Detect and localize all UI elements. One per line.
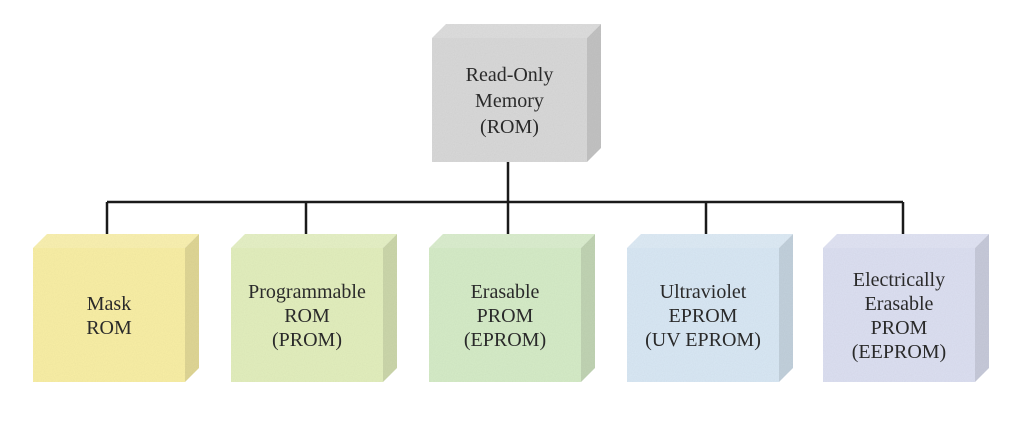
- node-uv-eprom-front-face: [627, 248, 779, 382]
- node-eeprom-label-line: Erasable: [865, 293, 934, 315]
- node-rom-label-line: (ROM): [480, 116, 539, 138]
- node-eeprom-label-line: PROM: [871, 317, 928, 339]
- node-eprom-label-line: (EPROM): [464, 329, 546, 351]
- node-mask-rom-side-face: [185, 234, 199, 382]
- node-eprom-side-face: [581, 234, 595, 382]
- node-eprom-label-line: Erasable: [471, 281, 540, 303]
- node-prom-label-line: Programmable: [248, 281, 366, 303]
- node-prom-label-line: (PROM): [272, 329, 342, 351]
- node-rom-label-line: Memory: [475, 90, 544, 112]
- node-eprom-label-line: PROM: [477, 305, 534, 327]
- node-prom-side-face: [383, 234, 397, 382]
- node-mask-rom-front-face: [33, 248, 185, 382]
- node-prom-front-face: [231, 248, 383, 382]
- node-rom-label-line: Read-Only: [466, 64, 554, 86]
- node-uv-eprom-top-face: [627, 234, 793, 248]
- node-rom-top-face: [432, 24, 601, 38]
- node-eeprom-label-line: Electrically: [853, 269, 945, 291]
- node-prom-label-line: ROM: [284, 305, 330, 327]
- connector-lines: [105, 162, 905, 258]
- node-mask-rom-label-line: ROM: [86, 317, 132, 339]
- node-mask-rom-label-line: Mask: [87, 293, 131, 315]
- node-mask-rom-top-face: [33, 234, 199, 248]
- node-rom-side-face: [587, 24, 601, 162]
- node-eeprom-label-line: (EEPROM): [852, 341, 946, 363]
- node-uv-eprom-label-line: Ultraviolet: [660, 281, 747, 303]
- node-eprom-top-face: [429, 234, 595, 248]
- node-eeprom-top-face: [823, 234, 989, 248]
- node-eprom-front-face: [429, 248, 581, 382]
- node-eeprom-side-face: [975, 234, 989, 382]
- node-prom-top-face: [231, 234, 397, 248]
- node-eeprom-front-face: [823, 248, 975, 382]
- node-rom-front-face: [432, 38, 587, 162]
- node-uv-eprom-label-line: EPROM: [669, 305, 738, 327]
- node-uv-eprom-label-line: (UV EPROM): [645, 329, 761, 351]
- node-uv-eprom-side-face: [779, 234, 793, 382]
